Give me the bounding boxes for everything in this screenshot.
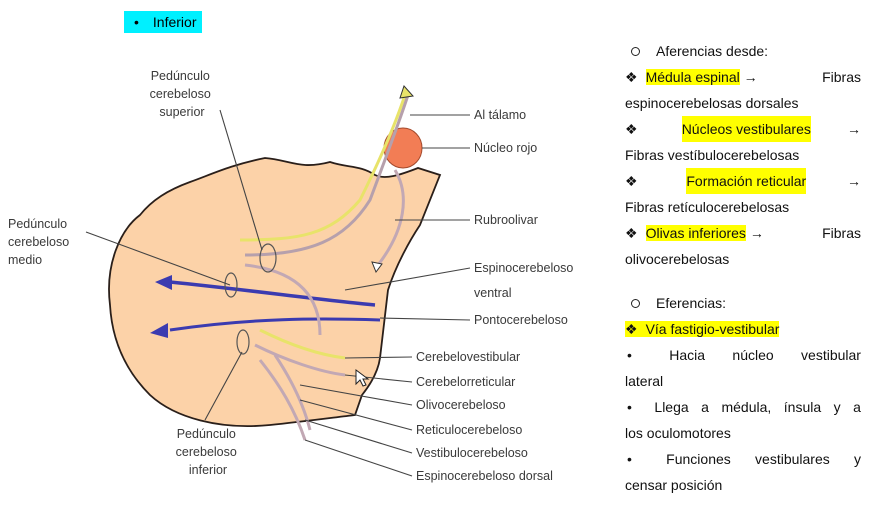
- tract-inferior-1: [259, 328, 346, 360]
- aff4-line2: olivocerebelosas: [625, 251, 730, 267]
- leader-cerebelovestibular: [344, 356, 413, 359]
- label-rubroolivar: Rubroolivar: [474, 213, 538, 227]
- label-ped-inf: Pedúnculo cerebeloso inferior: [176, 427, 241, 477]
- aff2-highlight: Núcleos vestibulares: [681, 116, 811, 142]
- leader-vestibulo: [304, 419, 413, 454]
- diamond-bullet-icon: ❖: [625, 321, 638, 337]
- leader-espino-ventral: [344, 267, 471, 291]
- aff1-line: ❖ Médula espinal → Fibras: [625, 64, 861, 90]
- tract-superior-outline: [244, 94, 410, 257]
- aff4-highlight: Olivas inferiores: [645, 225, 746, 241]
- arrow-icon: →: [749, 225, 764, 241]
- eff3-line: • Funciones vestibulares y: [625, 446, 861, 472]
- section-title-text: Inferior: [152, 14, 197, 30]
- diamond-bullet-icon: ❖: [625, 69, 638, 85]
- eff1-word: Hacia: [669, 347, 706, 363]
- aff3-highlight: Formación reticular: [686, 168, 807, 194]
- leader-ponto: [379, 317, 471, 321]
- leader-espino-dorsal: [304, 439, 413, 477]
- tract-middle-blue-1: [169, 280, 376, 307]
- bullet-dot: •: [134, 14, 139, 30]
- tract-superior-yellow: [239, 94, 407, 242]
- tract-arrow-blue-2: [150, 323, 168, 338]
- eff-highlight-line: ❖ Vía fastigio-vestibular: [625, 316, 861, 342]
- leader-reticulo: [299, 399, 413, 431]
- aff2-line: ❖ Núcleos vestibulares →: [625, 116, 861, 142]
- tract-arrow-blue-1: [155, 275, 172, 290]
- bullet-dot: •: [627, 347, 632, 363]
- mouse-cursor-icon: [355, 369, 370, 387]
- bullet-dot: •: [627, 451, 632, 467]
- eff3-line2: censar posición: [625, 477, 723, 493]
- efferents-heading: Eferencias:: [656, 295, 727, 311]
- tract-middle-blue-2: [169, 317, 381, 332]
- aff3-line2: Fibras retículocerebelosas: [625, 199, 790, 215]
- label-nucleo-rojo: Núcleo rojo: [474, 141, 537, 155]
- eff3-word: y: [854, 451, 861, 467]
- afferents-heading-line: Aferencias desde:: [625, 38, 861, 64]
- eff2-line: • Llega a médula, ínsula y a: [625, 394, 861, 420]
- diamond-bullet-icon: ❖: [625, 173, 638, 189]
- peduncle-ring-inferior: [236, 329, 250, 355]
- arrow-icon: →: [743, 69, 758, 85]
- eff1-word: vestibular: [801, 347, 861, 363]
- bullet-dot: •: [627, 399, 632, 415]
- diamond-bullet-icon: ❖: [625, 121, 638, 137]
- eff2-word: Llega: [654, 399, 689, 415]
- aff4-rest: Fibras: [822, 225, 861, 241]
- aff3-line: ❖ Formación reticular →: [625, 168, 861, 194]
- tract-inferior-3: [258, 359, 307, 441]
- label-ped-med: Pedúnculo cerebeloso medio: [8, 217, 73, 267]
- tract-arrow-thalamus: [399, 85, 414, 99]
- eff2-line2: los oculomotores: [625, 425, 731, 441]
- label-al-talamo: Al tálamo: [474, 108, 526, 122]
- cerebellar-peduncles-diagram: Pedúnculo cerebeloso superior Pedúnculo …: [8, 69, 577, 483]
- arrow-icon: →: [846, 173, 861, 189]
- leader-ped-med: [85, 231, 231, 286]
- label-reticulocerebeloso: Reticulocerebeloso: [416, 423, 522, 437]
- tract-inferior-4: [273, 354, 312, 431]
- leader-ped-inf: [204, 351, 243, 421]
- leader-ped-sup: [219, 109, 263, 251]
- aff1-line2: espinocerebelosas dorsales: [625, 95, 799, 111]
- label-vestibulocerebeloso: Vestibulocerebeloso: [416, 446, 528, 460]
- diamond-bullet-icon: ❖: [625, 225, 638, 241]
- eff3-word: vestibulares: [755, 451, 830, 467]
- notes-panel: Aferencias desde: ❖ Médula espinal → Fibr…: [625, 38, 861, 498]
- aff1-rest: Fibras: [822, 69, 861, 85]
- eff1-line2: lateral: [625, 373, 664, 389]
- eff1-word: núcleo: [732, 347, 774, 363]
- tract-ventral: [244, 263, 322, 336]
- label-cerebelorreticular: Cerebelorreticular: [416, 375, 515, 389]
- peduncle-ring-superior: [259, 243, 277, 273]
- tract-rubro: [376, 169, 405, 266]
- efferents-heading-line: Eferencias:: [625, 290, 861, 316]
- label-pontocerebeloso: Pontocerebeloso: [474, 313, 568, 327]
- circle-bullet-icon: [631, 47, 640, 57]
- label-espino-dorsal: Espinocerebeloso dorsal: [416, 469, 553, 483]
- tract-inferior-2: [254, 343, 346, 377]
- tract-arrow-rubro: [371, 261, 383, 274]
- section-title: • Inferior: [124, 11, 203, 33]
- label-ped-sup: Pedúnculo cerebeloso superior: [150, 69, 215, 119]
- eff2-word: a: [701, 399, 709, 415]
- eff3-word: Funciones: [666, 451, 731, 467]
- aff4-line: ❖ Olivas inferiores → Fibras: [625, 220, 861, 246]
- label-olivocerebeloso: Olivocerebeloso: [416, 398, 506, 412]
- peduncle-ring-middle: [224, 272, 238, 298]
- leader-olivo: [299, 384, 413, 406]
- aff1-highlight: Médula espinal: [645, 69, 740, 85]
- eff-highlight: Vía fastigio-vestibular: [645, 321, 780, 337]
- circle-bullet-icon: [631, 299, 640, 309]
- eff2-word: ínsula: [783, 399, 822, 415]
- arrow-icon: →: [846, 121, 861, 137]
- eff2-word: a: [853, 399, 861, 415]
- aff2-line2: Fibras vestíbulocerebelosas: [625, 147, 800, 163]
- eff1-line: • Hacia núcleo vestibular: [625, 342, 861, 368]
- afferents-heading: Aferencias desde:: [656, 43, 769, 59]
- eff2-word: y: [833, 399, 841, 415]
- eff2-word: médula,: [721, 399, 772, 415]
- label-espino-ventral: Espinocerebeloso ventral: [474, 261, 577, 300]
- label-cerebelovestibular: Cerebelovestibular: [416, 350, 520, 364]
